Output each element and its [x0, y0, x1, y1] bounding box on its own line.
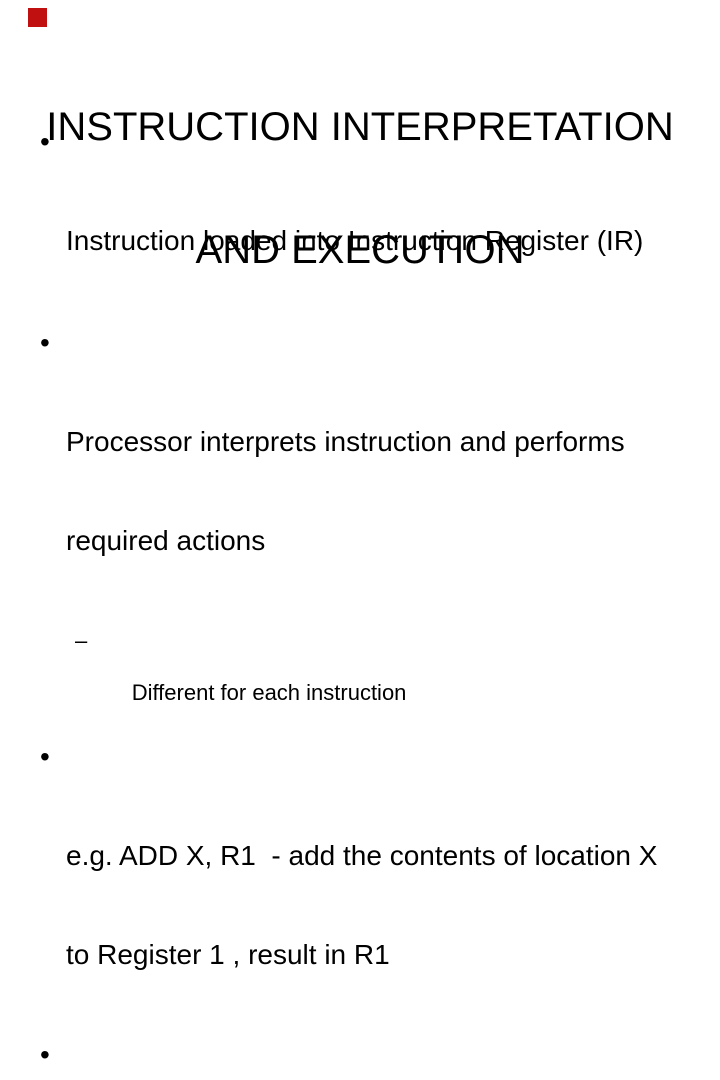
sub-bullet-text: Different for each instruction	[131, 680, 407, 705]
dash-bullet-icon: –	[75, 628, 88, 653]
sub-bullet-different: – Different for each instruction	[0, 628, 720, 732]
bullet-icon: •	[40, 327, 50, 358]
bullet-text-line2: required actions	[66, 525, 266, 556]
slide-title: INSTRUCTION INTERPRETATION AND EXECUTION	[0, 25, 720, 353]
bullet-icon: •	[40, 741, 50, 772]
bullet-icon: •	[40, 1039, 50, 1070]
bullet-example-add: • e.g. ADD X, R1 - add the contents of l…	[0, 740, 720, 1037]
bullet-text-line2: to Register 1 , result in R1	[66, 939, 390, 970]
bullet-text-line1: Processor interprets instruction and per…	[66, 426, 625, 457]
bullet-text: Instruction loaded into Instruction Regi…	[66, 225, 644, 256]
bullet-text-line1: e.g. ADD X, R1 - add the contents of loc…	[66, 840, 658, 871]
red-accent-square-icon	[28, 8, 47, 27]
slide-title-line1: INSTRUCTION INTERPRETATION	[46, 105, 674, 149]
bullet-icon: •	[40, 126, 50, 157]
bullet-instruction-loaded: • Instruction loaded into Instruction Re…	[0, 125, 720, 323]
slide-body: • Instruction loaded into Instruction Re…	[0, 125, 720, 1080]
slide-title-line2: AND EXECUTION	[195, 228, 525, 272]
bullet-processor-interprets: • Processor interprets instruction and p…	[0, 326, 720, 623]
bullet-c61: • C61:MAR <- (IRaddress)	[0, 1037, 720, 1080]
presentation-slide: INSTRUCTION INTERPRETATION AND EXECUTION…	[0, 8, 720, 1070]
